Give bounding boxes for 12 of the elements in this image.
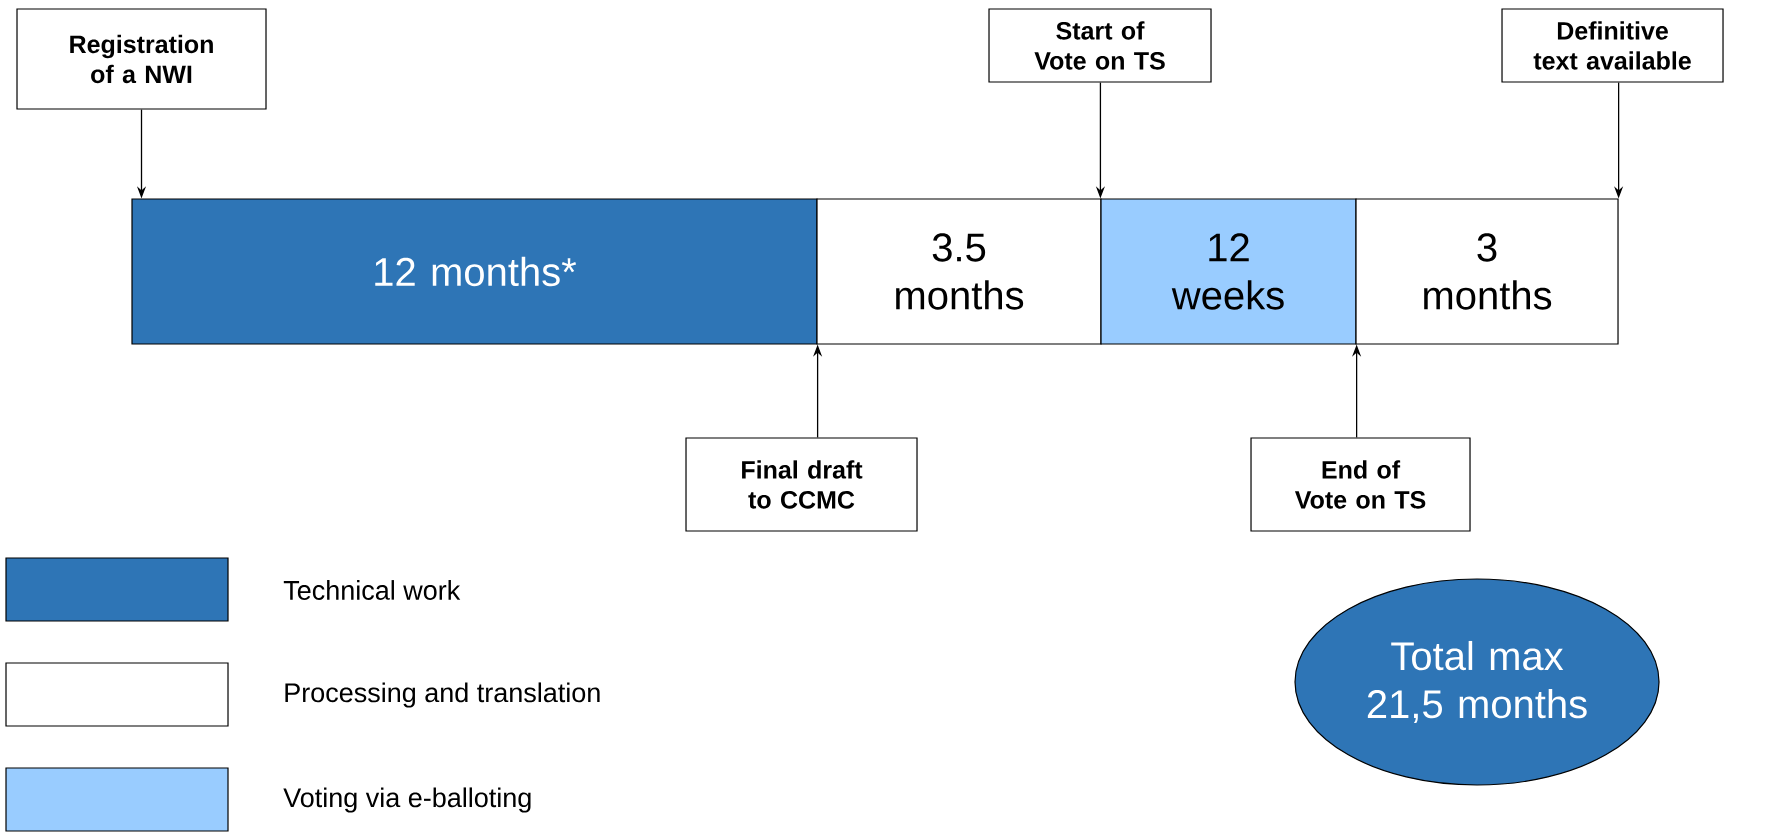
callout-box: End of Vote on TS [1250,437,1471,532]
legend-label: Processing and translation [285,682,600,708]
callout-box: Registration of a NWI [16,8,267,110]
callout-box: Final draft to CCMC [685,437,918,532]
timeline-segment: 3 months [1355,198,1619,345]
timeline-segment: 12 months* [131,198,818,345]
legend-label: Voting via e-balloting [283,787,531,813]
timeline-segment: 12 weeks [1100,198,1357,345]
timeline-segment: 3.5 months [816,198,1102,345]
callout-box: Definitive text available [1501,8,1724,83]
callout-box: Start of Vote on TS [988,8,1212,83]
legend-label: Technical work [283,580,461,600]
